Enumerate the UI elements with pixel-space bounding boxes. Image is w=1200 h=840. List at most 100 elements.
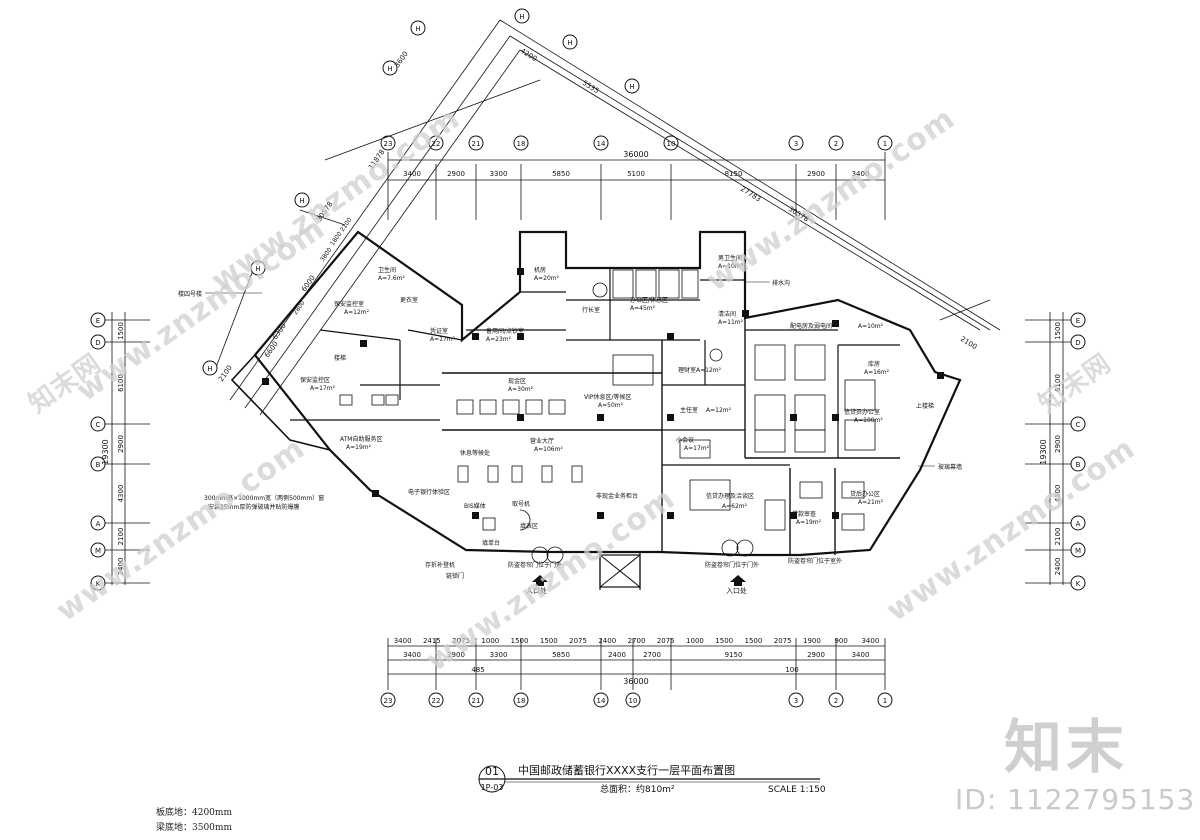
room-name: 备用间/点钞室 [486,327,524,335]
furniture [339,269,876,564]
bottom-dim-row2: 3400 [852,651,870,659]
bottom-grid-bubble-circle [513,692,529,708]
room-name: 信贷员办公室 [844,408,880,416]
left-grid-bubble-label: M [95,547,101,555]
bottom-dim-row1: 2075 [774,637,792,645]
room-area: A=17m² [310,385,336,392]
right-grid-bubble-circle [1070,575,1086,591]
right-grid-bubble-circle [1070,456,1086,472]
room-area: A=23m² [486,336,512,343]
right-grid-bubble-circle [1070,542,1086,558]
bottom-dim-row1: 2075 [569,637,587,645]
bottom-grid-bubble-circle [380,692,396,708]
left-grid-bubble-label: D [95,339,100,347]
left-grid-bubble-circle [90,416,106,432]
bottom-grid-bubble-label: 22 [432,697,441,705]
skew-grid-bubble-circle [410,20,426,36]
skew-grid-bubble-label: H [519,13,524,21]
drawing-number: 01 [485,765,499,778]
room-area: A=10m² [858,323,884,330]
room-name: 理财室 [678,366,696,374]
room-area: A=20m² [534,275,560,282]
skew-grid-bubble-label: H [207,365,212,373]
bottom-dim-row2: 9150 [725,651,743,659]
right-grid-bubble-label: C [1076,421,1081,429]
room-name: 男卫生间 [718,254,742,262]
bottom-dim-row2: 3400 [403,651,421,659]
room-name: 楼梯 [334,354,346,362]
left-dim: 2400 [117,558,125,576]
top-dim: 5850 [552,170,570,178]
bottom-dim-row1: 3400 [394,637,412,645]
shutter-mid: 防盗卷帘门位于门外 [705,561,759,569]
top-dim: 3400 [852,170,870,178]
entrance-label-1: 入口处 [526,586,547,595]
room-name: ATM自助服务区 [340,435,382,443]
right-grid-bubble-label: E [1076,317,1080,325]
skew-dimension-lines [214,19,1001,416]
right-dim: 4300 [1054,485,1062,503]
callouts: 楼四号楼 排水沟 玻璃幕墙 300mm高×1000mm宽（两侧500mm）窗 安… [178,279,962,595]
shutter-right: 防盗卷帘门位于室外 [788,557,842,565]
bottom-small-dim-2: 100 [785,666,798,674]
top-grid-bubble-label: 18 [517,140,526,148]
left-grid-bubble-circle [90,456,106,472]
left-dim: 2900 [117,435,125,453]
room-name: 更衣室 [400,296,418,304]
room-area: A=19m² [346,444,372,451]
bottom-dim-row1: 2415 [423,637,441,645]
top-grid-bubble-label: 1 [883,140,887,148]
top-grid-bubble-circle [788,135,804,151]
room-name: 电子银行体验区 [408,488,450,496]
bottom-dim-row1: 1000 [481,637,499,645]
bottom-dim-row1: 1500 [745,637,763,645]
right-grid-bubble-label: M [1075,547,1081,555]
left-dim: 2100 [117,528,125,546]
entrance-arrows [532,575,746,586]
room-name: 行长室 [582,306,600,314]
room-name: 取号机 [512,500,530,508]
right-dim: 2100 [1054,528,1062,546]
bottom-dim-row2: 2900 [807,651,825,659]
watermark-id: ID: 1122795153 [955,783,1196,816]
bottom-dim-row1: 1500 [715,637,733,645]
skew-grid-bubble-circle [562,34,578,50]
room-name: 凭证室 [430,327,448,335]
bottom-dim-row1: 2075 [657,637,675,645]
top-grid-bubble-circle [877,135,893,151]
room-area: A=106m² [534,446,563,453]
left-grid-bubble-circle [90,334,106,350]
left-dim: 6100 [117,374,125,392]
left-grid-bubble-label: A [96,520,101,528]
top-grid-bubble-circle [593,135,609,151]
skew-dim-5: 3800 [319,246,334,263]
right-grid-bubble-circle [1070,312,1086,328]
bottom-dim-row1: 2400 [598,637,616,645]
room-area: A=19m² [796,519,822,526]
room-name: 贷款审查 [792,510,816,518]
left-dimension-lines [100,312,150,585]
room-name: 填单台 [482,539,500,547]
drawing-scale: SCALE 1:150 [768,785,826,795]
room-area: A=62m² [722,503,748,510]
skew-grid-bubble-label: H [387,65,392,73]
skew-grid-bubble-label: H [629,83,634,91]
top-grid-bubble-circle [428,135,444,151]
top-grid-bubble-label: 3 [794,140,798,148]
top-grid-bubble-label: 14 [597,140,606,148]
skew-grid-bubble-circle [624,78,640,94]
skew-grid-bubble-circle [202,360,218,376]
bottom-dim-row2: 2400 [608,651,626,659]
room-name: BIS媒体 [464,502,486,510]
shutter-left: 防盗卷帘门位于门外 [508,561,562,569]
bottom-grid-bubble-label: 3 [794,697,798,705]
left-total-dim: 19300 [101,439,110,464]
room-name: 卫生间 [378,266,396,274]
room-area: A=11m² [718,319,744,326]
